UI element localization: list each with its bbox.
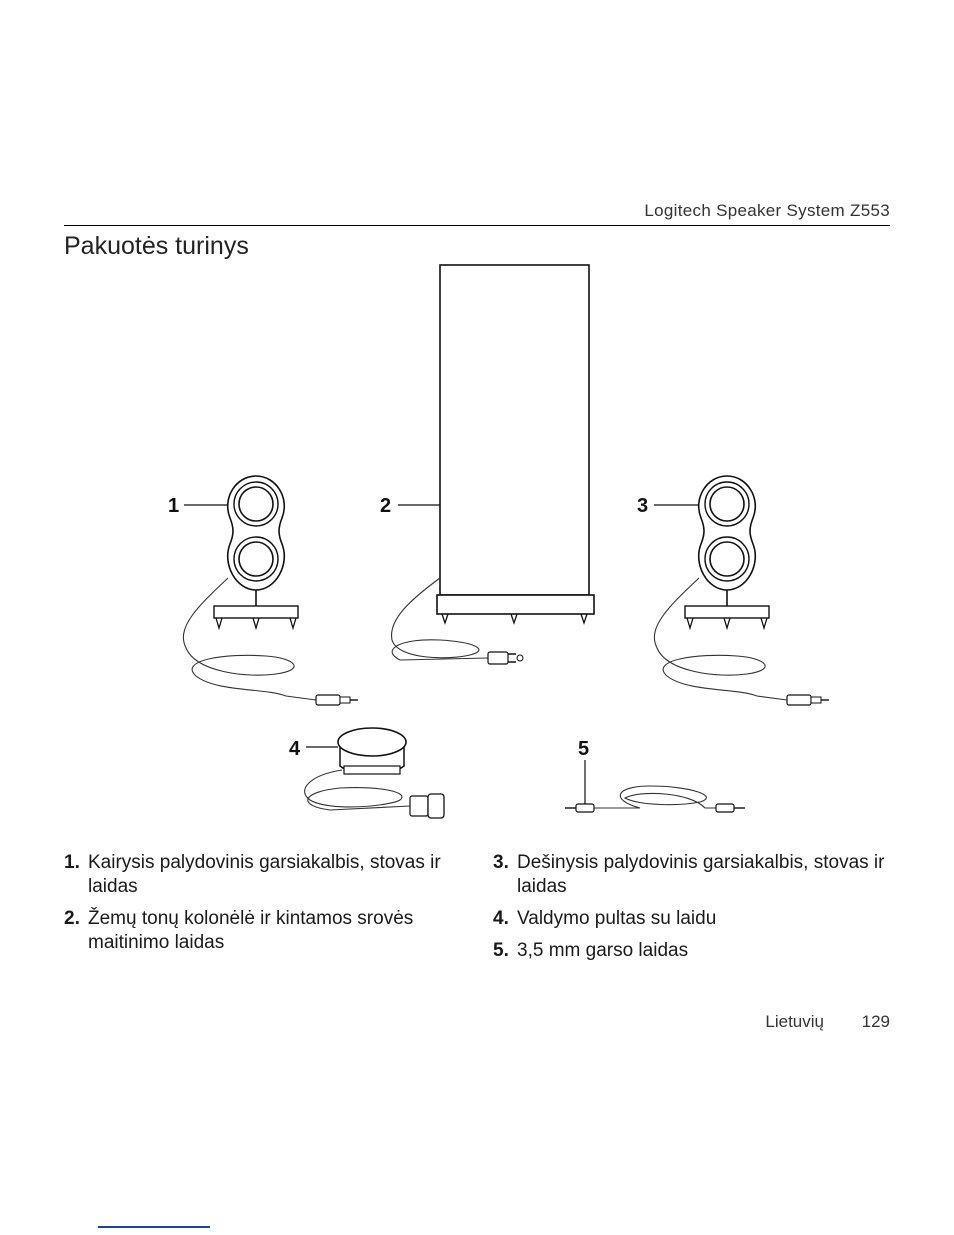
list-item: 4. Valdymo pultas su laidu	[493, 907, 893, 931]
list-item-text: Dešinysis palydovinis garsiakalbis, stov…	[517, 852, 885, 897]
callout-4: 4	[289, 738, 301, 760]
list-item-text: Valdymo pultas su laidu	[517, 908, 717, 929]
footer-language: Lietuvių	[765, 1012, 824, 1031]
list-item: 2. Žemų tonų kolonėlė ir kintamos srovės…	[64, 907, 464, 955]
control-pod	[304, 727, 445, 819]
bottom-link-underline[interactable]	[98, 1226, 210, 1228]
list-item-number: 5.	[493, 940, 509, 961]
contents-list-left: 1. Kairysis palydovinis garsiakalbis, st…	[64, 851, 464, 963]
list-item: 1. Kairysis palydovinis garsiakalbis, st…	[64, 851, 464, 899]
list-item-text: 3,5 mm garso laidas	[517, 940, 689, 961]
list-item-text: Žemų tonų kolonėlė ir kintamos srovės ma…	[88, 908, 414, 953]
contents-list-right: 3. Dešinysis palydovinis garsiakalbis, s…	[493, 851, 893, 971]
callout-2: 2	[380, 495, 391, 517]
callout-1: 1	[168, 495, 179, 517]
list-item-number: 1.	[64, 852, 80, 873]
list-item-number: 4.	[493, 908, 509, 929]
page-title: Pakuotės turinys	[64, 232, 249, 260]
header-product-name: Logitech Speaker System Z553	[644, 201, 890, 220]
callout-3: 3	[637, 495, 648, 517]
list-item-text: Kairysis palydovinis garsiakalbis, stova…	[88, 852, 441, 897]
audio-cable-3-5mm	[565, 785, 745, 813]
list-item: 5. 3,5 mm garso laidas	[493, 939, 893, 963]
list-item: 3. Dešinysis palydovinis garsiakalbis, s…	[493, 851, 893, 899]
header-rule	[64, 225, 890, 226]
right-satellite-speaker	[653, 475, 830, 706]
footer-page-number: 129	[861, 1012, 890, 1031]
callout-5: 5	[578, 738, 589, 760]
list-item-number: 3.	[493, 852, 509, 873]
list-item-number: 2.	[64, 908, 80, 929]
package-contents-illustration: 1 3 2 4 5	[168, 264, 830, 819]
subwoofer	[391, 264, 595, 665]
left-satellite-speaker	[182, 475, 359, 706]
